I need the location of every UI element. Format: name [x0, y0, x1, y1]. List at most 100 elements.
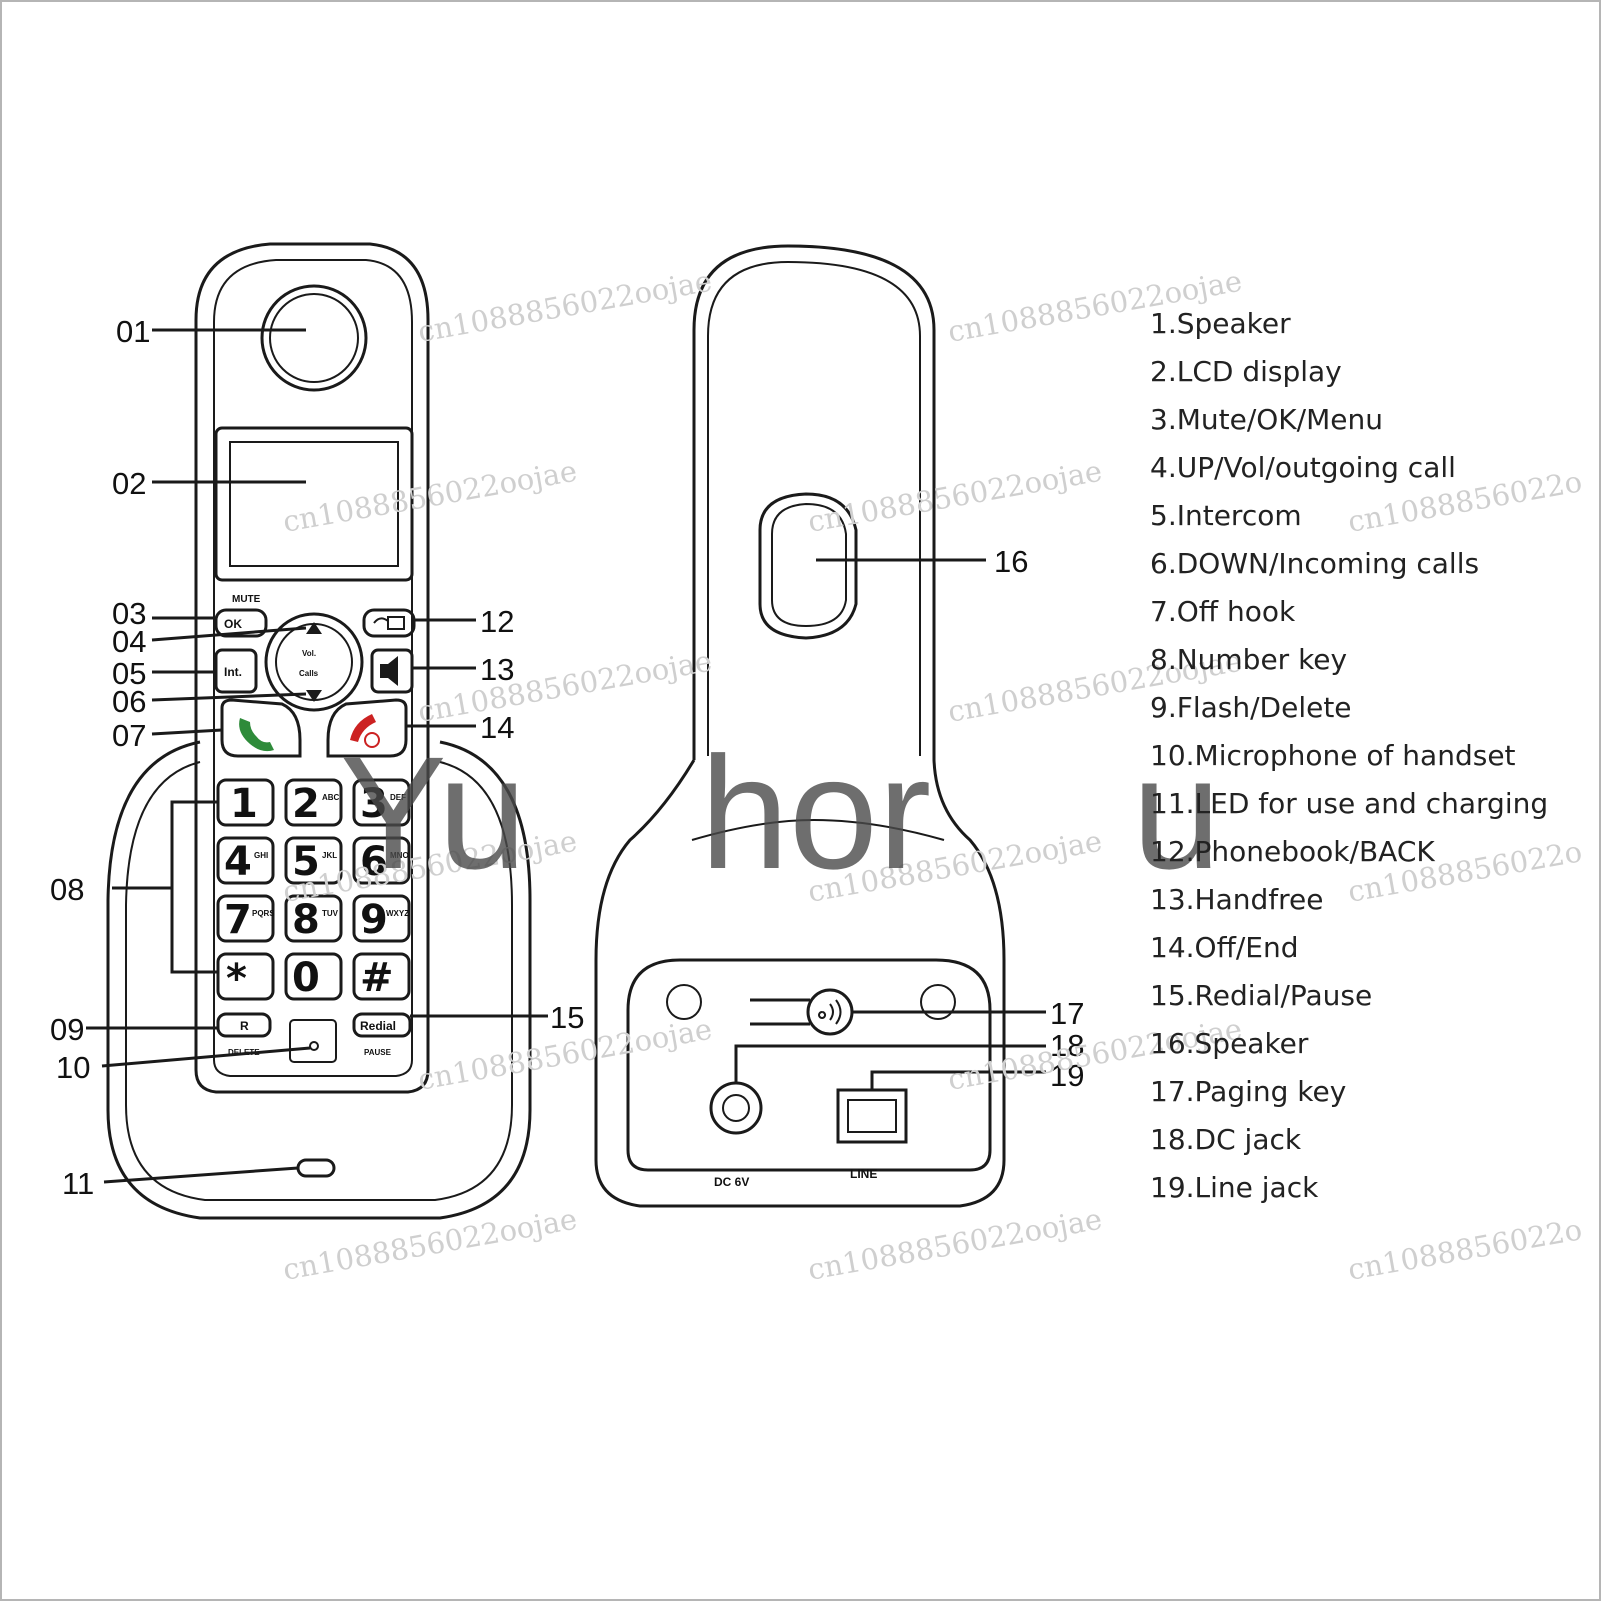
lcd-outer: [214, 426, 414, 582]
key-digit: 0: [292, 955, 320, 1001]
off-end-button[interactable]: [326, 698, 408, 758]
key-star[interactable]: *: [216, 952, 275, 1002]
earpiece-ring: [269, 293, 359, 383]
phonebook-back-button[interactable]: [362, 608, 416, 638]
svg-text:u: u: [1132, 723, 1221, 902]
callout-01: 01: [116, 314, 150, 349]
paging-key-button[interactable]: [806, 988, 854, 1036]
ok-label: OK: [224, 617, 242, 631]
nav-down-arrow-icon[interactable]: [306, 690, 322, 702]
key-digit: *: [226, 956, 247, 1002]
legend-item: 17.Paging key: [1150, 1075, 1347, 1108]
key-digit: 5: [292, 839, 320, 885]
legend-item: 18.DC jack: [1150, 1123, 1302, 1156]
legend-item: 15.Redial/Pause: [1150, 979, 1373, 1012]
line-label: LINE: [850, 1167, 877, 1181]
legend-item: 1.Speaker: [1150, 307, 1291, 340]
legend-item: 3.Mute/OK/Menu: [1150, 403, 1383, 436]
power-icon: [364, 732, 380, 748]
legend-item: 6.DOWN/Incoming calls: [1150, 547, 1480, 580]
lcd-screen: [229, 441, 399, 567]
key-0[interactable]: 0: [284, 952, 343, 1001]
key-letters: ABC: [322, 793, 340, 802]
flash-delete-button[interactable]: [216, 1012, 272, 1038]
key-letters: DEF: [390, 793, 406, 802]
key-digit: 4: [224, 839, 252, 885]
key-letters: MNO: [390, 851, 409, 860]
svg-text:cn1088856022oojae: cn1088856022oojae: [280, 1202, 579, 1287]
svg-text:hor: hor: [700, 723, 931, 902]
rear-speaker-icon: [771, 502, 847, 628]
base-unit: DC 6V LINE: [594, 244, 1046, 1208]
legend-item: 4.UP/Vol/outgoing call: [1150, 451, 1456, 484]
legend-list: 1.Speaker 2.LCD display 3.Mute/OK/Menu 4…: [1150, 300, 1590, 1212]
redial-pause-button[interactable]: [352, 1012, 412, 1038]
red-phone-icon: [350, 714, 376, 742]
dc-jack: [709, 1081, 763, 1135]
legend-item: 12.Phonebook/BACK: [1150, 835, 1435, 868]
key-digit: 1: [230, 781, 258, 827]
calls-label: Calls: [299, 669, 319, 678]
base-panel: [626, 958, 992, 1172]
callout-07: 07: [112, 718, 146, 753]
legend-item: 19.Line jack: [1150, 1171, 1319, 1204]
key-letters: WXYZ: [386, 909, 409, 918]
key-digit: 7: [224, 897, 252, 943]
callout-02: 02: [112, 466, 146, 501]
nav-key-outer[interactable]: [264, 612, 364, 712]
svg-text:cn1088856022oojae: cn1088856022oojae: [280, 454, 579, 539]
key-letters: TUV: [322, 909, 339, 918]
svg-text:cn1088856022oojae: cn1088856022oojae: [415, 264, 714, 349]
legend-item: 9.Flash/Delete: [1150, 691, 1352, 724]
legend-item: 10.Microphone of handset: [1150, 739, 1516, 772]
off-hook-button[interactable]: [220, 698, 302, 758]
dc-jack-pin: [722, 1094, 750, 1122]
pause-label: PAUSE: [364, 1048, 392, 1057]
callout-03: 03: [112, 596, 146, 631]
r-label: R: [240, 1019, 249, 1033]
legend-item: 7.Off hook: [1150, 595, 1296, 628]
callout-08: 08: [50, 872, 84, 907]
callout-04: 04: [112, 624, 146, 659]
callout-19: 19: [1050, 1058, 1084, 1093]
legend-item: 13.Handfree: [1150, 883, 1324, 916]
svg-text:cn1088856022o: cn1088856022o: [1345, 1212, 1584, 1287]
nav-up-arrow-icon[interactable]: [306, 622, 322, 634]
key-digit: 2: [292, 781, 320, 827]
microphone-slot: [289, 1019, 337, 1063]
key-digit: 6: [360, 839, 388, 885]
callout-16: 16: [994, 544, 1028, 579]
line-jack-inner: [847, 1099, 897, 1133]
microphone-icon: [309, 1041, 319, 1051]
phonebook-icon: [373, 616, 405, 630]
key-letters: GHI: [254, 851, 268, 860]
callout-09: 09: [50, 1012, 84, 1047]
legend-item: 2.LCD display: [1150, 355, 1342, 388]
handsfree-button[interactable]: [370, 648, 414, 694]
cradle-outer: [106, 740, 532, 1220]
rear-handset-outer: [692, 244, 936, 760]
nav-key-inner: [275, 623, 353, 701]
key-hash[interactable]: #: [352, 952, 411, 1001]
key-1[interactable]: 1: [216, 778, 275, 827]
svg-text:cn1088856022oojae: cn1088856022oojae: [805, 1202, 1104, 1287]
handset-inner: [213, 259, 413, 1077]
led-indicator-icon: [296, 1158, 336, 1178]
legend-item: 11.LED for use and charging: [1150, 787, 1549, 820]
key-digit: 8: [292, 897, 320, 943]
key-digit: 9: [360, 897, 388, 943]
mute-ok-button[interactable]: [214, 608, 268, 638]
base-foot-right: [920, 984, 956, 1020]
